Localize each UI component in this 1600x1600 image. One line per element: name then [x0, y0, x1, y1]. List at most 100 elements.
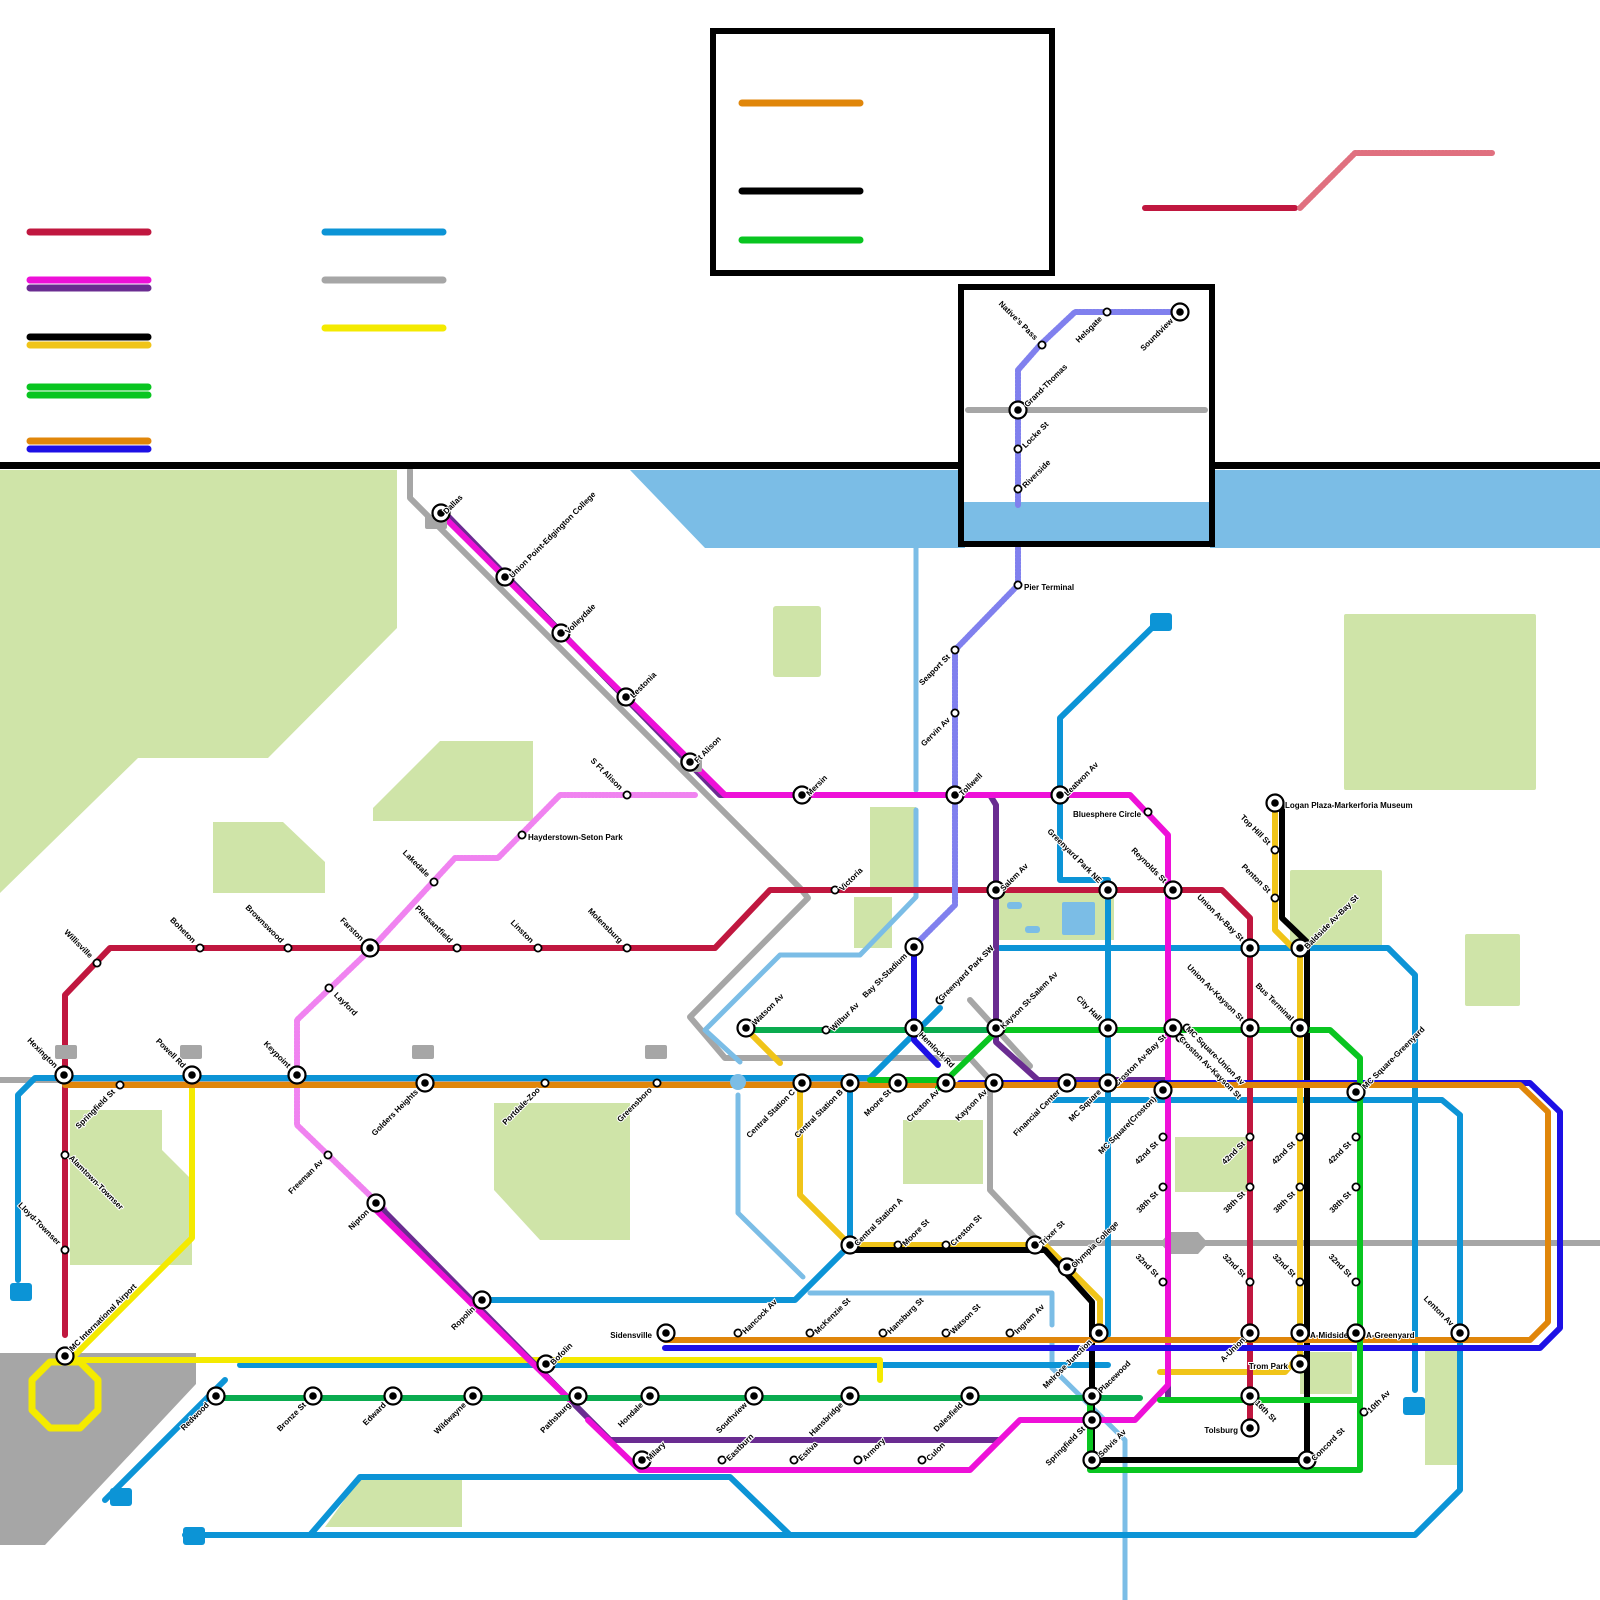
- station-stop-icon: [429, 877, 439, 887]
- route-line-black-18: [847, 800, 1310, 1463]
- route-line-crimson-19: [62, 887, 1253, 1428]
- station-label: Reynolds St: [1129, 846, 1168, 885]
- station-watson-st[interactable]: Watson St: [941, 1301, 984, 1338]
- station-interchange-core: [1246, 1424, 1254, 1432]
- station-a-midside[interactable]: A-Midside: [1290, 1323, 1350, 1343]
- station-label: Linston: [509, 918, 536, 945]
- station-stop-icon: [1158, 1132, 1168, 1142]
- station-a-greenyard[interactable]: A-Greenyard: [1346, 1323, 1416, 1343]
- station-bronze-st[interactable]: Bronze St: [274, 1386, 323, 1434]
- station-interchange-core: [990, 1079, 998, 1087]
- station-hondale[interactable]: Hondale: [615, 1386, 660, 1430]
- station-stop-icon: [92, 958, 102, 968]
- station-ingram-av[interactable]: Ingram Av: [1005, 1301, 1048, 1338]
- station-union-point-edgington[interactable]: Union Point-Edgington College: [495, 489, 599, 587]
- station-trom-park[interactable]: Trom Park: [1248, 1354, 1310, 1374]
- route-line-pink-22: [294, 792, 698, 1078]
- route-line-cyan-7: [997, 945, 1418, 1393]
- station-molensburg[interactable]: Molensburg: [585, 905, 632, 953]
- station-lestonia[interactable]: Lestonia: [616, 669, 660, 707]
- station-label: Redwood: [179, 1400, 211, 1432]
- station-ft-alison[interactable]: Ft Alison: [680, 733, 724, 772]
- station-culon[interactable]: Culon: [917, 1439, 948, 1465]
- station-38th-st-a[interactable]: 38th St: [1134, 1182, 1168, 1216]
- station-label: Kayson Av: [954, 1087, 990, 1123]
- station-hayderstown-seton-park[interactable]: Hayderstown-Seton Park: [517, 830, 624, 843]
- route-line-cyan-8: [15, 1005, 943, 1283]
- station-stop-icon: [1351, 1132, 1361, 1142]
- station-interchange-core: [1352, 1088, 1360, 1096]
- station-interchange-core: [1031, 1241, 1039, 1249]
- station-olympia-college[interactable]: Olympia College: [1057, 1218, 1122, 1277]
- station-interchange-core: [1088, 1416, 1096, 1424]
- station-stop-icon: [1245, 1182, 1255, 1192]
- station-southview[interactable]: Southview: [713, 1386, 764, 1436]
- station-42nd-st-a[interactable]: 42nd St: [1132, 1132, 1168, 1167]
- route-line-magenta-26: [437, 510, 1171, 1473]
- park-7: [1344, 614, 1536, 790]
- station-interchange-core: [1169, 1024, 1177, 1032]
- station-interchange-core: [638, 1456, 646, 1464]
- station-42nd-st-d[interactable]: 42nd St: [1325, 1132, 1361, 1167]
- station-label: Golders Heights: [370, 1087, 420, 1137]
- station-eastburn[interactable]: Eastburn: [717, 1431, 757, 1465]
- station-pier-terminal[interactable]: Pier Terminal: [1013, 580, 1075, 593]
- station-interchange-core: [421, 1079, 429, 1087]
- station-label: Pleasantfield: [413, 904, 454, 945]
- station-stop-icon: [941, 1328, 951, 1338]
- route-line-gold-15: [1157, 800, 1303, 1375]
- station-greenyard-park-sw[interactable]: Greenyard Park SW: [935, 942, 997, 1005]
- station-mckenzie-st[interactable]: McKenzie St: [805, 1295, 853, 1338]
- station-32nd-st-a[interactable]: 32nd St: [1133, 1251, 1168, 1287]
- legend: [26, 99, 864, 453]
- station-32nd-st-d[interactable]: 32nd St: [1326, 1251, 1361, 1287]
- station-edward[interactable]: Edward: [360, 1386, 403, 1428]
- line-terminus-icon: [10, 1283, 32, 1301]
- park-2: [213, 822, 325, 893]
- station-logan-plaza[interactable]: Logan Plaza-Markerforia Museum: [1265, 793, 1414, 813]
- station-mersin[interactable]: Mersin: [792, 772, 830, 805]
- station-sidensville[interactable]: Sidensville: [609, 1323, 676, 1343]
- station-dalesfield[interactable]: Dalesfield: [931, 1386, 980, 1435]
- station-label: Kayson St-Salem Av: [999, 970, 1060, 1031]
- station-stop-icon: [1295, 1277, 1305, 1287]
- station-interchange-core: [437, 509, 445, 517]
- station-tolsburg[interactable]: Tolsburg: [1203, 1418, 1260, 1438]
- station-interchange-core: [1296, 1329, 1304, 1337]
- station-pleasantfield[interactable]: Pleasantfield: [412, 903, 462, 953]
- station-hansburg-st[interactable]: Hansburg St: [878, 1295, 927, 1338]
- station-interchange-core: [212, 1392, 220, 1400]
- station-wildwayne[interactable]: Wildwayne: [431, 1386, 483, 1437]
- station-milary[interactable]: Milary: [632, 1439, 669, 1470]
- station-willisville[interactable]: Willisville: [61, 927, 102, 968]
- river-west: [630, 470, 965, 548]
- station-label: Hansbridge: [807, 1400, 845, 1438]
- station-brownswood[interactable]: Brownswood: [243, 902, 293, 953]
- route-line-lightblue-3: [702, 545, 919, 1065]
- station-label: Watson Av: [751, 992, 786, 1027]
- route-line-cyan-9: [479, 1077, 853, 1303]
- station-layford[interactable]: Layford: [324, 983, 360, 1019]
- station-lloyd-townser[interactable]: Lloyd-Townser: [15, 1200, 70, 1255]
- station-10th-av[interactable]: 10th Av: [1359, 1387, 1393, 1417]
- station-mc-international-airport[interactable]: MC International Airport: [55, 1281, 140, 1366]
- station-dallas[interactable]: Dallas: [431, 491, 466, 523]
- station-interchange-core: [542, 1360, 550, 1368]
- station-label: Willisville: [62, 928, 94, 960]
- station-estiva[interactable]: Estiva: [789, 1438, 821, 1465]
- station-interchange-core: [750, 1392, 758, 1400]
- station-interchange-core: [662, 1329, 670, 1337]
- station-interchange-core: [1088, 1456, 1096, 1464]
- station-bluesphere-circle[interactable]: Bluesphere Circle: [1072, 807, 1153, 820]
- station-volleydale[interactable]: Volleydale: [551, 601, 599, 643]
- station-interchange-core: [1063, 1079, 1071, 1087]
- station-38th-st-d[interactable]: 38th St: [1327, 1182, 1361, 1216]
- station-label: Springfield St: [1044, 1424, 1087, 1467]
- station-hancock-av[interactable]: Hancock Av: [733, 1296, 780, 1338]
- station-label: Greenyard Park SW: [937, 943, 997, 1003]
- station-freeman-av[interactable]: Freeman Av: [286, 1150, 333, 1197]
- station-stop-icon: [830, 885, 840, 895]
- park-16: [325, 1478, 462, 1527]
- station-lakedale[interactable]: Lakedale: [400, 847, 439, 887]
- station-label: S Ft Alison: [589, 756, 625, 792]
